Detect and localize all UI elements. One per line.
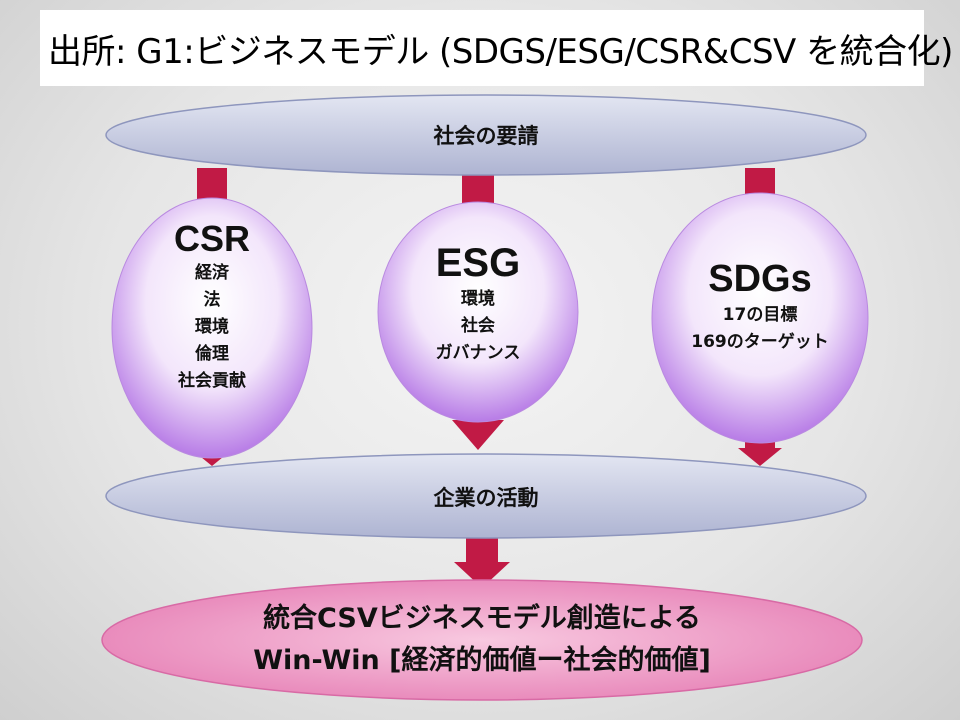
bottom-line-2: Win-Win [経済的価値ー社会的価値]	[253, 645, 711, 676]
sdgs-items: 17の目標 169のターゲット	[670, 302, 850, 356]
esg-circle	[377, 201, 579, 423]
sdgs-block: SDGs 17の目標 169のターゲット	[670, 256, 850, 356]
csr-item: 環境	[195, 317, 229, 337]
csr-item: 法	[203, 290, 221, 310]
csr-item: 倫理	[195, 344, 229, 364]
title-box: 出所: G1:ビジネスモデル (SDGS/ESG/CSR&CSV を統合化)	[40, 10, 953, 86]
sdgs-item: 17の目標	[722, 305, 798, 325]
esg-item: 環境	[461, 289, 495, 309]
esg-items: 環境 社会 ガバナンス	[393, 286, 563, 367]
bottom-oval	[101, 579, 863, 701]
slide-title: 出所: G1:ビジネスモデル (SDGS/ESG/CSR&CSV を統合化)	[48, 31, 953, 72]
sdgs-item: 169のターゲット	[691, 332, 829, 352]
csr-circle	[111, 197, 313, 459]
csr-item: 経済	[195, 263, 229, 283]
esg-block: ESG 環境 社会 ガバナンス	[393, 240, 563, 367]
bottom-line-1: 統合CSVビジネスモデル創造による	[263, 603, 701, 634]
arrow-bottom	[454, 536, 510, 588]
csr-title: CSR	[173, 218, 250, 259]
esg-title: ESG	[435, 241, 521, 285]
middle-oval-label: 企業の活動	[433, 486, 539, 510]
top-oval	[105, 94, 867, 176]
bottom-oval-text: 統合CSVビジネスモデル創造による Win-Win [経済的価値ー社会的価値]	[182, 598, 782, 682]
top-oval-label: 社会の要請	[433, 124, 539, 148]
csr-block: CSR 経済 法 環境 倫理 社会貢献	[132, 218, 292, 395]
csr-item: 社会貢献	[178, 371, 246, 391]
sdgs-circle	[651, 192, 869, 444]
middle-oval	[105, 453, 867, 539]
csr-items: 経済 法 環境 倫理 社会貢献	[132, 260, 292, 395]
esg-item: 社会	[461, 316, 495, 336]
esg-item: ガバナンス	[435, 343, 521, 363]
sdgs-title: SDGs	[708, 258, 812, 300]
